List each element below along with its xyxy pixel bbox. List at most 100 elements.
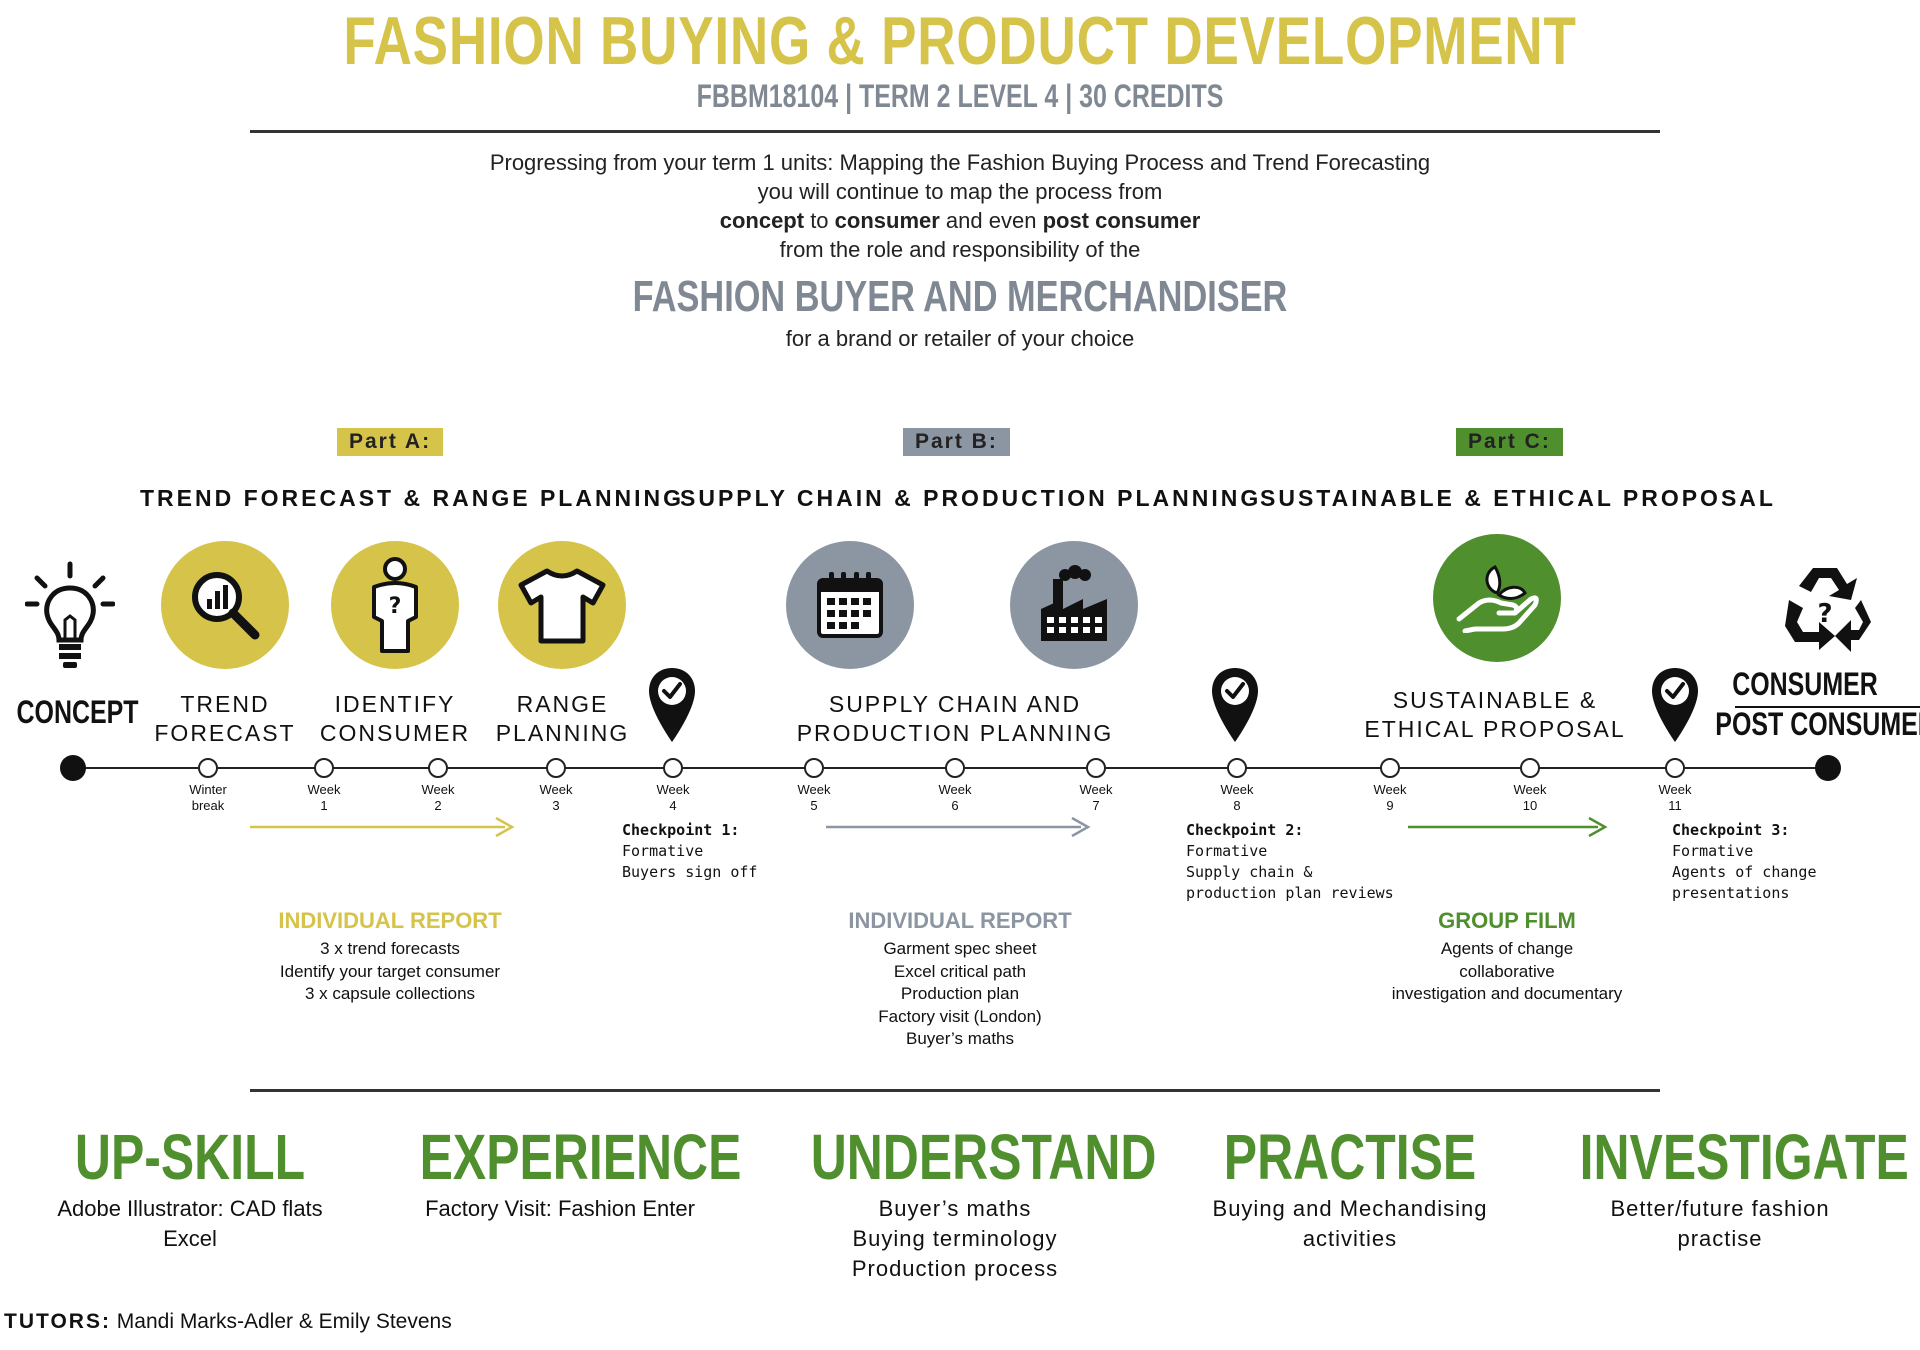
consumer-divider — [1735, 706, 1920, 708]
checkpoint-3-title: Checkpoint 3: — [1672, 821, 1790, 839]
part-a-arrow — [250, 816, 515, 838]
intro-to: to — [804, 208, 835, 233]
calendar-icon — [817, 572, 883, 638]
skill-understand: UNDERSTAND Buyer’s maths Buying terminol… — [770, 1120, 1157, 1284]
intro-consumer: consumer — [834, 208, 940, 233]
checkpoint-2-line2: Supply chain & — [1186, 863, 1313, 881]
module-subtitle: FBBM18104 | TERM 2 LEVEL 4 | 30 CREDITS — [696, 78, 1224, 114]
skill-3-line3: Production process — [851, 1256, 1059, 1281]
part-b-arrow — [826, 816, 1091, 838]
part-c-arrow — [1408, 816, 1608, 838]
sustainable-label: SUSTAINABLE & ETHICAL PROPOSAL — [1360, 686, 1630, 744]
timeline-start-dot — [60, 755, 86, 781]
timeline-week-dot — [1665, 758, 1685, 778]
location-check-icon — [649, 668, 695, 742]
checkpoint-3-line3: presentations — [1672, 884, 1790, 902]
checkpoint-2-line1: Formative — [1186, 842, 1268, 860]
week-label-line1: Week — [307, 782, 341, 797]
intro-line-5: for a brand or retailer of your choice — [785, 326, 1135, 351]
deliverable-part-c: GROUP FILM Agents of change collaborativ… — [1307, 908, 1707, 1006]
deliverable-a-line3: 3 x capsule collections — [304, 984, 476, 1003]
lightbulb-icon — [24, 560, 116, 670]
checkpoint-1-line1: Formative — [622, 842, 704, 860]
range-planning-label-line1: RANGE — [516, 691, 609, 717]
bottom-divider — [250, 1089, 1660, 1092]
identify-consumer-label-line2: CONSUMER — [319, 720, 471, 746]
skill-4-line2: activities — [1302, 1226, 1398, 1251]
deliverable-c-line2: collaborative — [1459, 961, 1555, 981]
week-label-line1: Week — [1373, 782, 1407, 797]
deliverable-b-heading: INDIVIDUAL REPORT — [848, 908, 1072, 933]
skill-4-line1: Buying and Mechandising — [1212, 1196, 1488, 1221]
week-label-line1: Week — [1658, 782, 1692, 797]
checkpoint-1-pin — [647, 666, 697, 751]
deliverable-a-heading: INDIVIDUAL REPORT — [278, 908, 502, 933]
deliverable-a-line1: 3 x trend forecasts — [320, 939, 460, 958]
checkpoint-3-line1: Formative — [1672, 842, 1754, 860]
timeline-week-dot — [546, 758, 566, 778]
identify-consumer-label-line1: IDENTIFY — [334, 691, 456, 717]
intro-line-2: you will continue to map the process fro… — [757, 179, 1163, 204]
week-label-line1: Week — [539, 782, 573, 797]
week-label-line1: Week — [1513, 782, 1547, 797]
week-label-line1: Week — [938, 782, 972, 797]
deliverable-part-a: INDIVIDUAL REPORT 3 x trend forecasts Id… — [190, 908, 590, 1006]
sustainable-circle — [1433, 534, 1561, 662]
week-label-line2: 3 — [552, 798, 560, 813]
week-label-line1: Week — [656, 782, 690, 797]
identify-consumer-label: IDENTIFY CONSUMER — [315, 690, 475, 748]
timeline-week-dot — [945, 758, 965, 778]
week-label-line2: 9 — [1386, 798, 1394, 813]
factory-icon — [1041, 565, 1107, 641]
checkpoint-1-line2: Buyers sign off — [622, 863, 758, 881]
skill-3-heading: UNDERSTAND — [810, 1121, 1157, 1193]
range-planning-label-line2: PLANNING — [495, 720, 630, 746]
skill-1-heading: UP-SKILL — [74, 1121, 306, 1193]
intro-concept: concept — [719, 208, 805, 233]
location-check-icon — [1652, 668, 1698, 742]
skill-practise: PRACTISE Buying and Mechandising activit… — [1170, 1120, 1530, 1254]
trend-forecast-label-line1: TREND — [180, 691, 270, 717]
deliverable-b-line4: Factory visit (London) — [878, 1006, 1042, 1026]
week-label-line1: Winter — [189, 782, 227, 797]
skill-3-line2: Buying terminology — [852, 1226, 1058, 1251]
checkpoint-2-line3: production plan reviews — [1186, 884, 1394, 902]
part-b-badge: Part B: — [903, 428, 1010, 456]
range-planning-label: RANGE PLANNING — [480, 690, 645, 748]
part-c-badge: Part C: — [1456, 428, 1563, 456]
concept-label: CONCEPT — [16, 694, 139, 730]
role-title: FASHION BUYER AND MERCHANDISER — [632, 272, 1288, 321]
skill-3-line1: Buyer’s maths — [878, 1196, 1032, 1221]
timeline-week-dot — [1227, 758, 1247, 778]
production-circle — [1010, 541, 1138, 669]
person-question-icon: ? — [372, 557, 418, 653]
timeline-week-dot — [198, 758, 218, 778]
skill-experience: EXPERIENCE Factory Visit: Fashion Enter — [380, 1120, 742, 1224]
part-c-title: SUSTAINABLE & ETHICAL PROPOSAL — [1260, 485, 1776, 511]
top-divider — [250, 130, 1660, 133]
deliverable-b-line1: Garment spec sheet — [883, 939, 1037, 958]
checkpoint-3-pin — [1650, 666, 1700, 751]
intro-line-4: from the role and responsibility of the — [779, 237, 1141, 262]
timeline-week-dot — [1086, 758, 1106, 778]
skill-5-line1: Better/future fashion — [1610, 1196, 1830, 1221]
skill-1-line2: Excel — [163, 1226, 217, 1251]
page-title: FASHION BUYING & PRODUCT DEVELOPMENT — [343, 3, 1577, 79]
deliverable-b-line3: Production plan — [900, 984, 1020, 1003]
supply-chain-label-line2: PRODUCTION PLANNING — [796, 720, 1114, 746]
supply-chain-circle — [786, 541, 914, 669]
trend-forecast-label: TREND FORECAST — [150, 690, 300, 748]
intro-line-1: Progressing from your term 1 units: Mapp… — [489, 150, 1431, 175]
timeline-end-dot — [1815, 755, 1841, 781]
week-label-line2: 6 — [951, 798, 959, 813]
skill-up-skill: UP-SKILL Adobe Illustrator: CAD flats Ex… — [10, 1120, 370, 1254]
deliverable-b-line5: Buyer’s maths — [905, 1029, 1015, 1048]
week-label-line2: 8 — [1233, 798, 1241, 813]
week-label-line2: 10 — [1522, 798, 1538, 813]
week-label-line1: Week — [797, 782, 831, 797]
location-check-icon — [1212, 668, 1258, 742]
